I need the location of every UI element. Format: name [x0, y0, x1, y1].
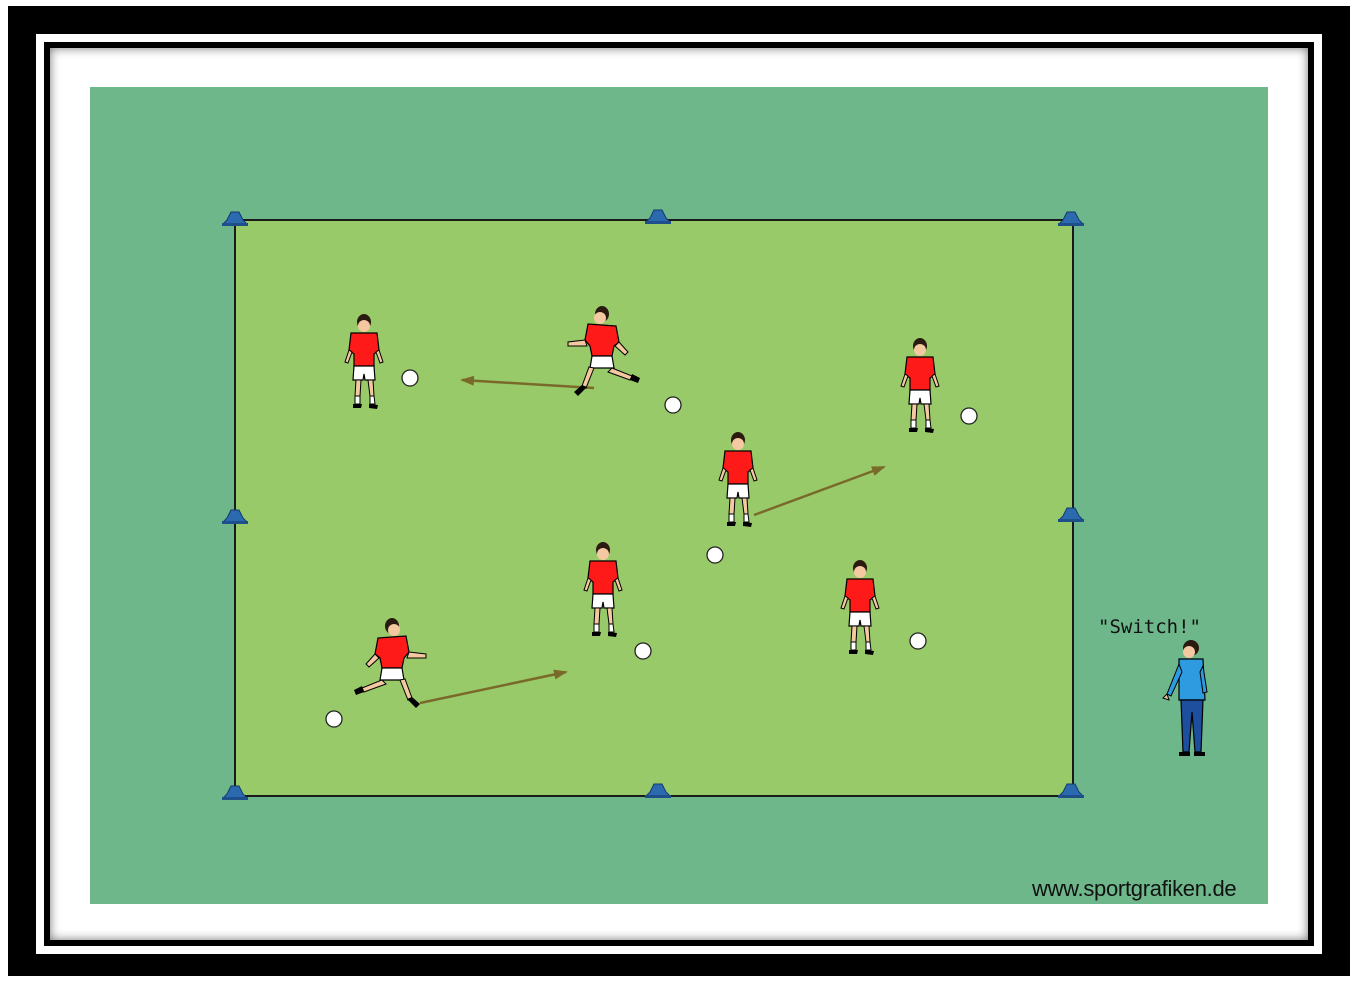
credit-watermark: www.sportgrafiken.de	[1032, 876, 1236, 902]
ball	[635, 643, 651, 659]
ball	[707, 547, 723, 563]
ball	[910, 633, 926, 649]
ball	[665, 397, 681, 413]
ball	[326, 711, 342, 727]
playing-grid	[235, 220, 1073, 796]
ball	[961, 408, 977, 424]
coach-callout-text: "Switch!"	[1098, 616, 1201, 638]
ball	[402, 370, 418, 386]
